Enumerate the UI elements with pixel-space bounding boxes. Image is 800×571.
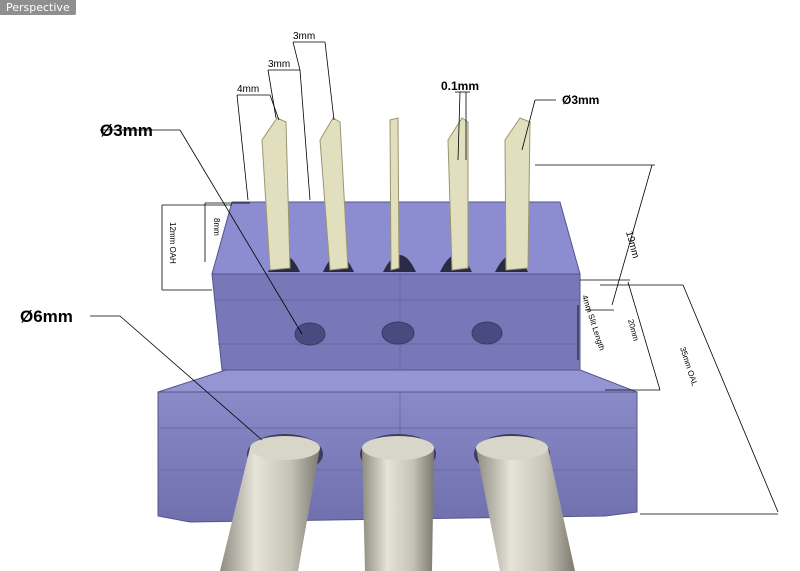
rods [220, 434, 575, 571]
label-height-20mm: 20mm [626, 318, 641, 342]
label-blade-thickness: 0.1mm [441, 79, 479, 93]
dimension-lines [90, 41, 779, 515]
label-height-12mm: 12mm OAH [168, 222, 177, 264]
viewport-tab[interactable]: Perspective [0, 0, 76, 15]
label-height-8mm: 8mm [212, 218, 221, 236]
label-blade-diameter-right: Ø3mm [562, 93, 599, 107]
label-hole-small-left: Ø3mm [100, 121, 153, 140]
label-spacing-3mm-a: 3mm [268, 59, 290, 70]
label-height-19mm: 19mm [623, 230, 641, 260]
label-overall-35mm: 35mm OAL [678, 346, 699, 388]
label-spacing-3mm-b: 3mm [293, 31, 315, 42]
blades [261, 117, 531, 271]
label-hole-large: Ø6mm [20, 307, 73, 326]
label-spacing-4mm: 4mm [237, 84, 259, 95]
label-slit-length: 4mm Slit Length [580, 294, 606, 352]
